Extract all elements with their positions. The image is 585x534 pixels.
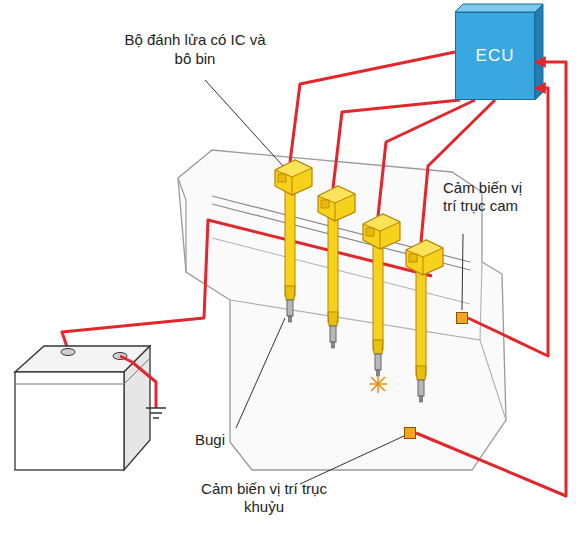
- ignition-coil: [275, 160, 312, 322]
- ground-symbol: [150, 412, 162, 414]
- leader-line: [462, 234, 463, 310]
- part-label: Bugi: [180, 430, 240, 449]
- ignition-coil: [363, 214, 400, 376]
- spark-ray: [371, 377, 385, 391]
- battery-front: [15, 372, 124, 470]
- sensor-box: Cảm biến vị trí trục khuỷu: [404, 427, 416, 439]
- sensor-box: Cảm biến vị trí trục cam: [456, 312, 468, 324]
- leader-line: [300, 436, 404, 484]
- part-label: Bộ đánh lửa có IC và bô bin: [120, 30, 270, 68]
- engine-edge: [178, 178, 186, 272]
- node-text: Cảm biến vị trí trục cam: [443, 179, 523, 215]
- ground-symbol: [153, 417, 159, 419]
- engine-edge: [230, 262, 482, 340]
- ecu-box: ECU: [455, 12, 535, 100]
- leader-line: [236, 318, 285, 428]
- engine-edge: [480, 340, 506, 420]
- ignition-coil: [406, 240, 443, 402]
- node-text: ECU: [476, 47, 515, 65]
- signal-wire: [421, 100, 495, 242]
- ecu-side: [535, 4, 543, 100]
- leader-line: [205, 80, 283, 166]
- ignition-coil: [318, 186, 355, 348]
- signal-wire: [468, 88, 548, 356]
- signal-wire: [416, 62, 566, 496]
- signal-wire: [333, 100, 460, 188]
- ecu-top: [455, 4, 543, 12]
- ground-wire: [120, 356, 156, 408]
- battery-terminal: [61, 349, 75, 356]
- signal-wire: [290, 52, 455, 162]
- ground-symbol: [146, 407, 166, 409]
- spark-ray: [371, 377, 385, 391]
- spark-symbol: [369, 375, 387, 393]
- node-text: Cảm biến vị trí trục khuỷu: [189, 480, 339, 516]
